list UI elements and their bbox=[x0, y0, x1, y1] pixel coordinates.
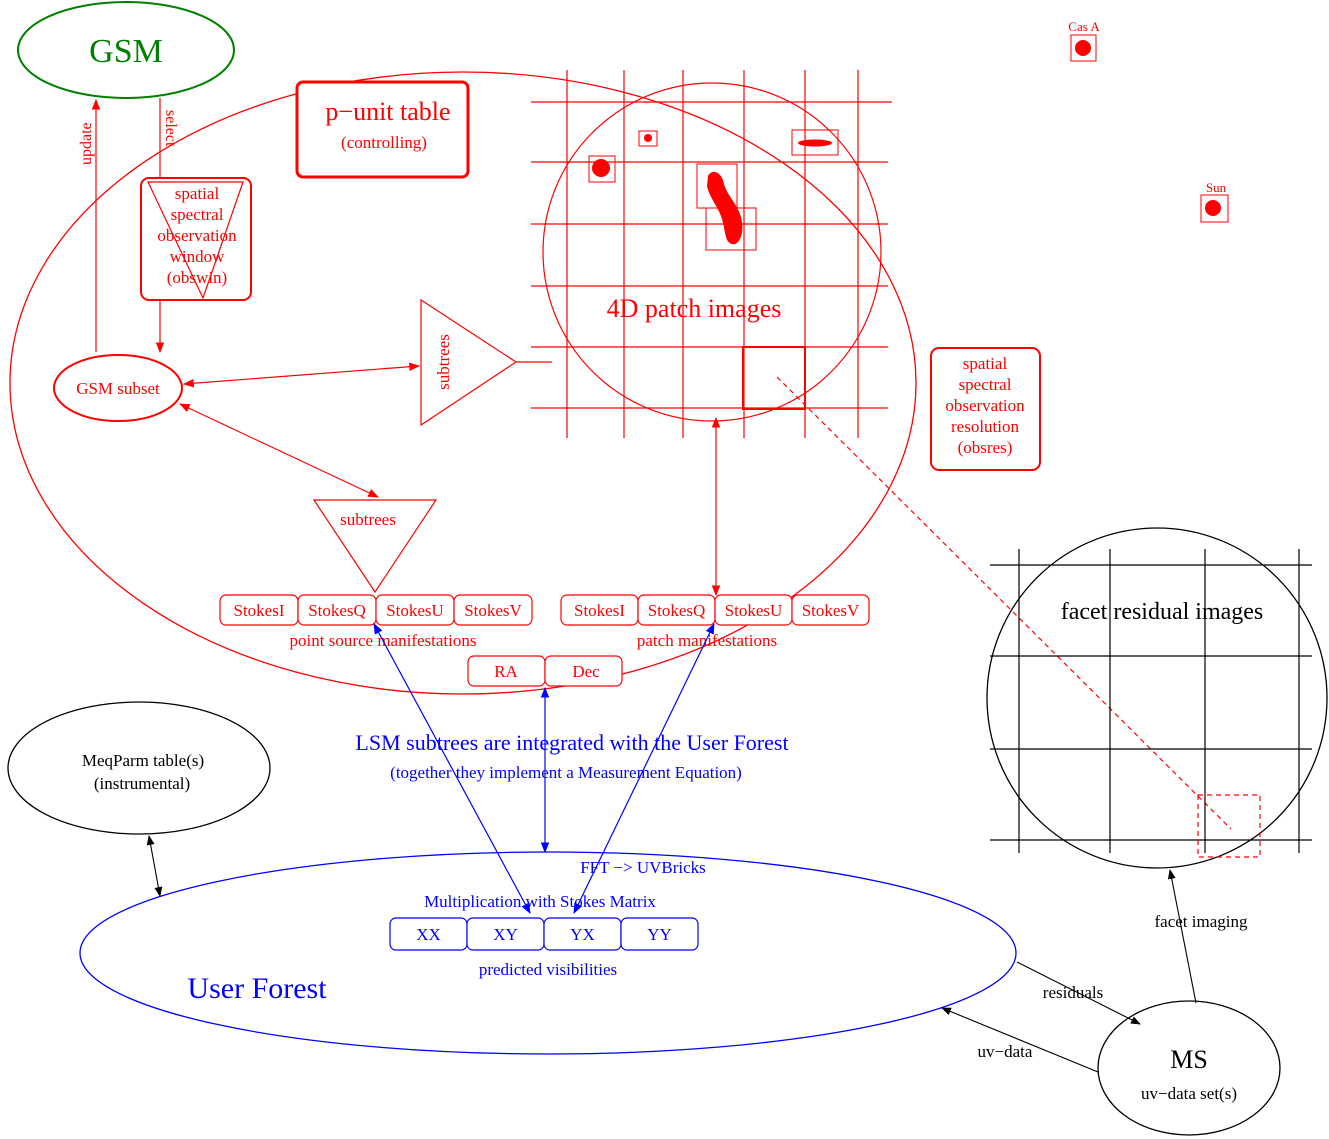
vis-xy[interactable]: XY bbox=[466, 917, 545, 951]
uv-data-label: uv−data bbox=[978, 1042, 1033, 1061]
point-stokes-stokesq[interactable]: StokesQ bbox=[297, 594, 377, 626]
patch-stokes-label: StokesI bbox=[574, 601, 625, 620]
point-stokes-stokesi[interactable]: StokesI bbox=[219, 594, 299, 626]
obswin-text: spatial spectral observation window (obswin) bbox=[157, 184, 237, 287]
facet-circle bbox=[986, 527, 1328, 869]
subset-to-bottom-subtrees-arrow bbox=[179, 403, 379, 498]
patch-sources bbox=[588, 129, 839, 410]
vis-yy[interactable]: YY bbox=[620, 917, 699, 951]
gsm-subset-node[interactable]: GSM subset bbox=[53, 354, 183, 422]
patch-title: 4D patch images bbox=[607, 294, 782, 323]
subset-to-subtrees-arrow bbox=[182, 362, 421, 388]
subtrees-side-label: subtrees bbox=[434, 334, 453, 390]
cas-a-label: Cas A bbox=[1068, 19, 1100, 34]
obsres-box[interactable]: spatial spectral observation resolution (obs… bbox=[930, 347, 1041, 471]
gsm-subset-label: GSM subset bbox=[76, 379, 160, 398]
patch-grid bbox=[531, 70, 892, 438]
vis-xx[interactable]: XX bbox=[389, 917, 468, 951]
vis-label: XX bbox=[416, 925, 441, 944]
visibility-row: XX XY YX YY bbox=[389, 917, 699, 951]
patch-stokes-stokesi[interactable]: StokesI bbox=[560, 594, 639, 626]
patch-stokes-label: StokesU bbox=[725, 601, 783, 620]
ms-node[interactable]: MS uv−data set(s) bbox=[1097, 1000, 1281, 1136]
sun-label: Sun bbox=[1206, 180, 1227, 195]
point-source-stokes-row: StokesI StokesQ StokesU StokesV bbox=[219, 594, 533, 626]
vis-label: YX bbox=[570, 925, 595, 944]
meqparm-node[interactable]: MeqParm table(s) (instrumental) bbox=[7, 701, 271, 835]
obswin-line: spectral bbox=[171, 205, 224, 224]
patch-stokes-stokesv[interactable]: StokesV bbox=[791, 594, 870, 626]
multiplication-label: Multiplication with Stokes Matrix bbox=[424, 892, 656, 911]
obsres-line: (obsres) bbox=[958, 438, 1013, 457]
meqparm-line1: MeqParm table(s) bbox=[82, 751, 204, 770]
subtrees-side[interactable]: subtrees bbox=[420, 298, 518, 427]
obswin-line: (obswin) bbox=[167, 268, 227, 287]
subtrees-bottom[interactable]: subtrees bbox=[312, 499, 438, 594]
dec-label: Dec bbox=[572, 662, 600, 681]
patch-stokes-label: StokesV bbox=[802, 601, 860, 620]
vis-yx[interactable]: YX bbox=[543, 917, 622, 951]
uv-data-arrow bbox=[941, 1007, 1099, 1073]
obsres-line: resolution bbox=[951, 417, 1019, 436]
facet-grid bbox=[990, 549, 1312, 853]
user-forest-node[interactable]: User Forest FFT −> UVBricks Multiplicati… bbox=[79, 851, 1017, 1055]
patch-to-facet-dashed bbox=[776, 376, 1232, 830]
gsm-title: GSM bbox=[89, 33, 163, 70]
lsm-note-line1: LSM subtrees are integrated with the Use… bbox=[355, 730, 788, 755]
lsm-note-line2: (together they implement a Measurement E… bbox=[390, 763, 742, 782]
patch-stokes-to-xy-arrow bbox=[573, 623, 715, 914]
ra-label: RA bbox=[494, 662, 518, 681]
subtrees-bottom-label: subtrees bbox=[340, 510, 396, 529]
facet-title: facet residual images bbox=[1061, 599, 1264, 625]
vis-caption: predicted visibilities bbox=[479, 960, 617, 979]
facet-target-square bbox=[1197, 794, 1261, 858]
ra-box[interactable]: RA bbox=[467, 655, 546, 687]
patch-stokes-stokesq[interactable]: StokesQ bbox=[637, 594, 716, 626]
point-stokes-stokesv[interactable]: StokesV bbox=[453, 594, 533, 626]
facet-imaging-label: facet imaging bbox=[1155, 912, 1248, 931]
obsres-line: spectral bbox=[959, 375, 1012, 394]
residuals-arrow bbox=[1016, 961, 1141, 1025]
point-stokes-label: StokesQ bbox=[308, 601, 366, 620]
update-label: update bbox=[78, 122, 95, 165]
ms-title: MS bbox=[1170, 1045, 1208, 1074]
facet-imaging-arrow bbox=[1167, 869, 1197, 1004]
point-stokes-stokesu[interactable]: StokesU bbox=[375, 594, 455, 626]
select-label: select bbox=[162, 110, 179, 147]
meqparm-to-forest-arrow bbox=[146, 835, 163, 897]
point-stokes-label: StokesV bbox=[464, 601, 522, 620]
obswin-line: window bbox=[170, 247, 226, 266]
punit-subtitle: (controlling) bbox=[341, 133, 427, 152]
dec-box[interactable]: Dec bbox=[544, 655, 623, 687]
obswin-box[interactable]: spatial spectral observation window (obswin) bbox=[140, 177, 252, 301]
vis-label: XY bbox=[493, 925, 518, 944]
obswin-line: observation bbox=[157, 226, 237, 245]
point-stokes-label: StokesI bbox=[234, 601, 285, 620]
fft-label: FFT −> UVBricks bbox=[580, 858, 706, 877]
cas-a-source: Cas A bbox=[1068, 19, 1100, 62]
punit-title: p−unit table bbox=[325, 97, 450, 126]
punit-table[interactable]: p−unit table (controlling) bbox=[295, 80, 470, 179]
patch-stokes-stokesu[interactable]: StokesU bbox=[714, 594, 793, 626]
patch-stokes-row: StokesI StokesQ StokesU StokesV bbox=[560, 594, 870, 626]
user-forest-title: User Forest bbox=[187, 972, 327, 1005]
sun-source: Sun bbox=[1200, 180, 1229, 223]
meqparm-line2: (instrumental) bbox=[94, 774, 190, 793]
patch-circle bbox=[542, 82, 882, 422]
gsm-node[interactable]: GSM bbox=[17, 1, 235, 99]
patch-stokes-label: StokesQ bbox=[648, 601, 706, 620]
obsres-line: observation bbox=[945, 396, 1025, 415]
obsres-line: spatial bbox=[963, 354, 1008, 373]
vis-label: YY bbox=[647, 925, 672, 944]
point-stokes-label: StokesU bbox=[386, 601, 444, 620]
residuals-label: residuals bbox=[1043, 983, 1103, 1002]
obswin-line: spatial bbox=[175, 184, 220, 203]
ms-subtitle: uv−data set(s) bbox=[1141, 1084, 1237, 1103]
point-stokes-to-xy-arrow bbox=[373, 623, 531, 914]
patch-manifest-caption: patch manifestations bbox=[637, 631, 777, 650]
obsres-text: spatial spectral observation resolution (obs… bbox=[945, 354, 1025, 457]
